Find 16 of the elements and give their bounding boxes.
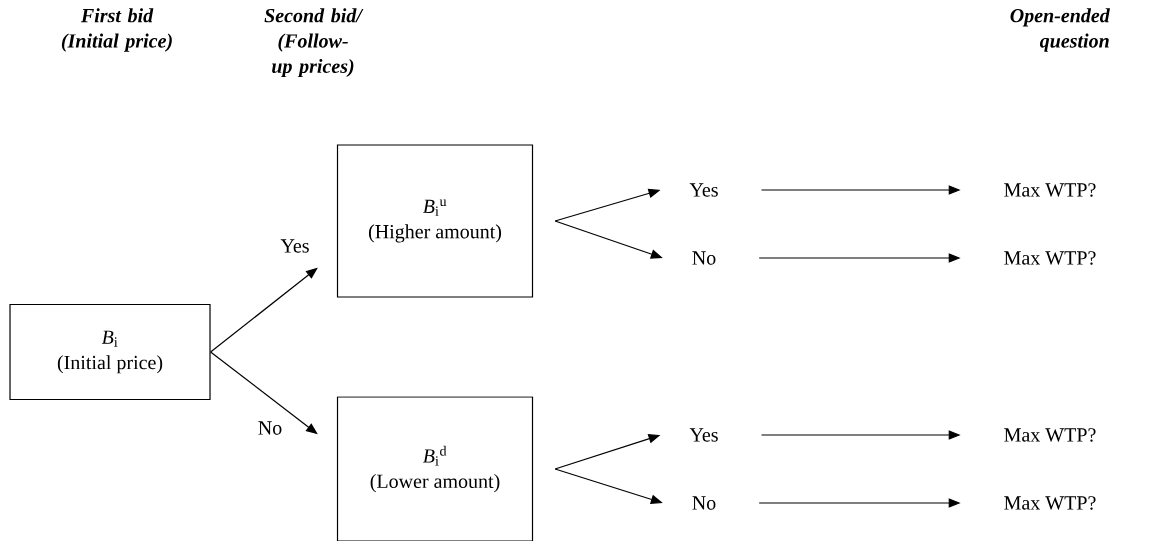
bid-box: B$_{i}$d (Lower amount) [336,396,534,541]
answer-text: Max WTP? [1004,183,1096,197]
answer-text: Max WTP? [1004,496,1096,510]
bid-box: B$_{i}$ (Initial price) [9,303,211,401]
edge-label: Yes [280,239,309,253]
column-heading: First bid (Initial price) [61,8,172,52]
answer-text: No [692,251,716,265]
answer-text: No [692,496,716,510]
answer-text: Yes [689,183,718,197]
bid-box: B$_{i}$u (Higher amount) [336,144,534,298]
edge-label: No [258,421,282,435]
answer-text: Max WTP? [1004,251,1096,265]
column-heading: Second bid/ (Follow-up prices) [264,8,364,78]
column-heading: Open-ended question [1010,8,1110,52]
answer-text: Max WTP? [1004,428,1096,442]
answer-text: Yes [689,428,718,442]
